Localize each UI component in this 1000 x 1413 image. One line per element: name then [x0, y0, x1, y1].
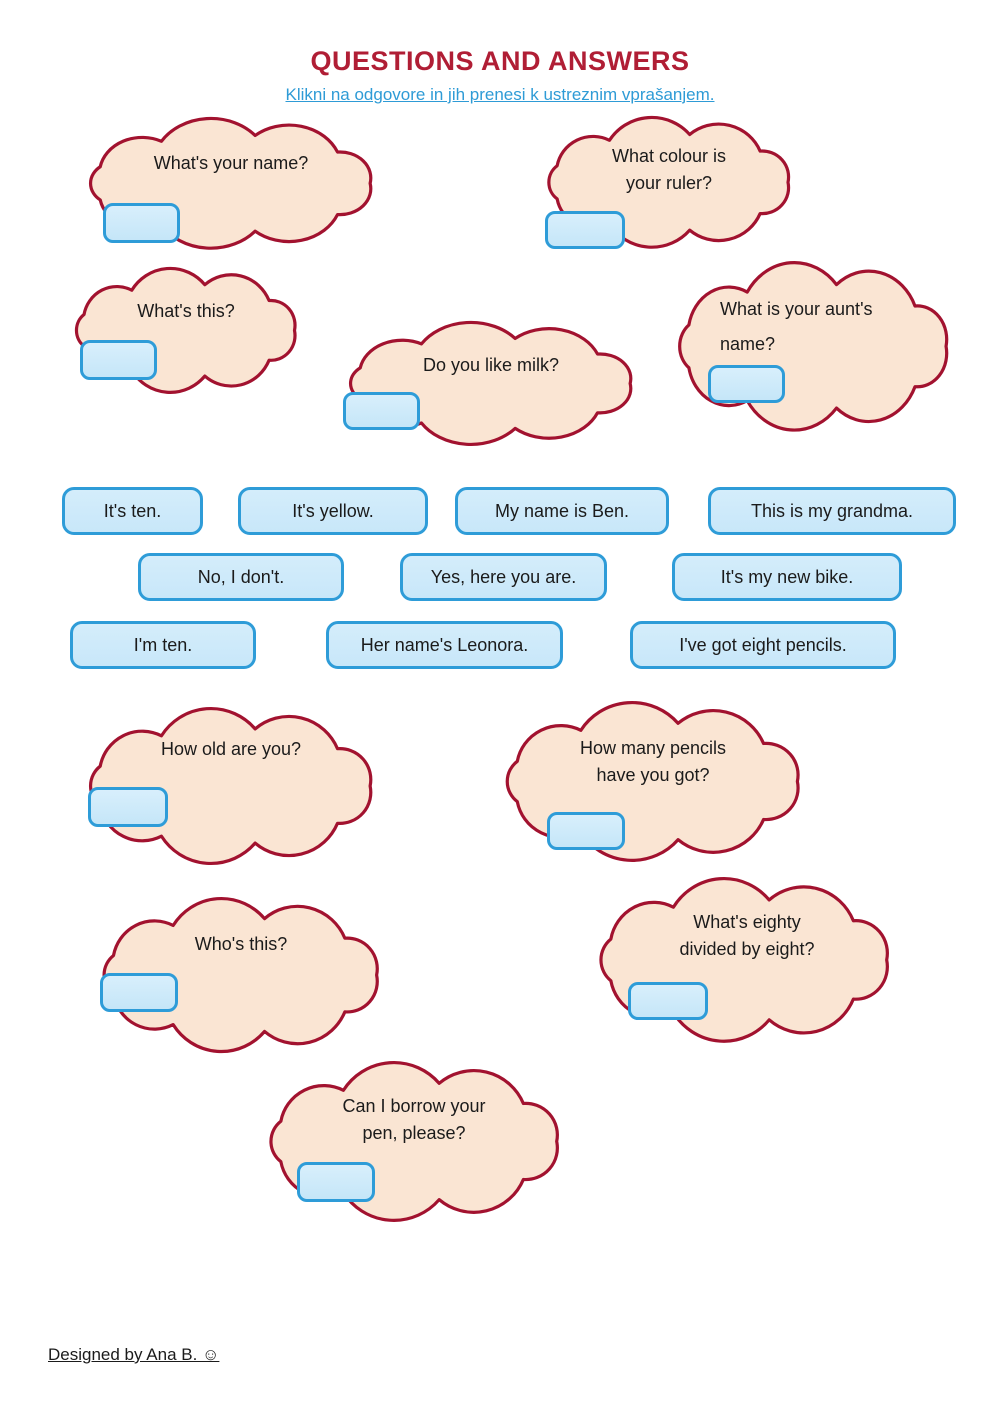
question-cloud-ruler-colour: What colour is your ruler? [533, 116, 805, 251]
answer-chip-yes-here-you-are[interactable]: Yes, here you are. [400, 553, 607, 601]
question-text: What's your name? [153, 153, 309, 173]
question-cloud-whats-this: What's this? [62, 267, 310, 396]
answer-drop-slot[interactable] [547, 812, 625, 850]
answer-chip-my-name-is-ben[interactable]: My name is Ben. [455, 487, 669, 535]
question-text: How many pencils have you got? [579, 738, 727, 785]
answer-chip-its-my-new-bike[interactable]: It's my new bike. [672, 553, 902, 601]
question-text: How old are you? [160, 739, 302, 759]
question-cloud-like-milk: Do you like milk? [332, 320, 650, 448]
answer-chip-no-i-dont[interactable]: No, I don't. [138, 553, 344, 601]
question-text: Can I borrow your pen, please? [342, 1096, 486, 1143]
instructions-text: Klikni na odgovore in jih prenesi k ustr… [285, 85, 715, 104]
question-text: Who's this? [194, 934, 288, 954]
question-cloud-whos-this: Who's this? [86, 896, 396, 1056]
question-cloud-your-name: What's your name? [72, 116, 390, 252]
question-text: What's this? [137, 301, 235, 321]
answer-chip-its-yellow[interactable]: It's yellow. [238, 487, 428, 535]
answer-drop-slot[interactable] [297, 1162, 375, 1202]
question-cloud-aunts-name: What is your aunt's name? [662, 260, 965, 435]
question-text: Do you like milk? [422, 355, 560, 375]
answer-chip-her-names-leonora[interactable]: Her name's Leonora. [326, 621, 563, 669]
answer-chip-its-ten[interactable]: It's ten. [62, 487, 203, 535]
answer-drop-slot[interactable] [545, 211, 625, 249]
answer-drop-slot[interactable] [343, 392, 420, 430]
question-text: What is your aunt's name? [720, 299, 873, 354]
answer-drop-slot[interactable] [103, 203, 180, 243]
question-cloud-borrow-pen: Can I borrow your pen, please? [252, 1060, 577, 1225]
question-text: What colour is your ruler? [611, 146, 727, 193]
designer-credit: Designed by Ana B. ☺ [48, 1345, 220, 1364]
question-cloud-how-many-pencils: How many pencils have you got? [488, 700, 818, 865]
answer-drop-slot[interactable] [100, 973, 178, 1012]
question-text: What's eighty divided by eight? [679, 912, 815, 959]
answer-drop-slot[interactable] [708, 365, 785, 403]
answer-chip-im-ten[interactable]: I'm ten. [70, 621, 256, 669]
answer-drop-slot[interactable] [88, 787, 168, 827]
answer-drop-slot[interactable] [80, 340, 157, 380]
page-title: QUESTIONS AND ANSWERS [310, 46, 690, 76]
answer-chip-ive-got-eight-pencils[interactable]: I've got eight pencils. [630, 621, 896, 669]
question-cloud-how-old: How old are you? [72, 706, 390, 868]
question-cloud-eighty-divided: What's eighty divided by eight? [582, 876, 907, 1046]
answer-drop-slot[interactable] [628, 982, 708, 1020]
answer-chip-this-is-my-grandma[interactable]: This is my grandma. [708, 487, 956, 535]
